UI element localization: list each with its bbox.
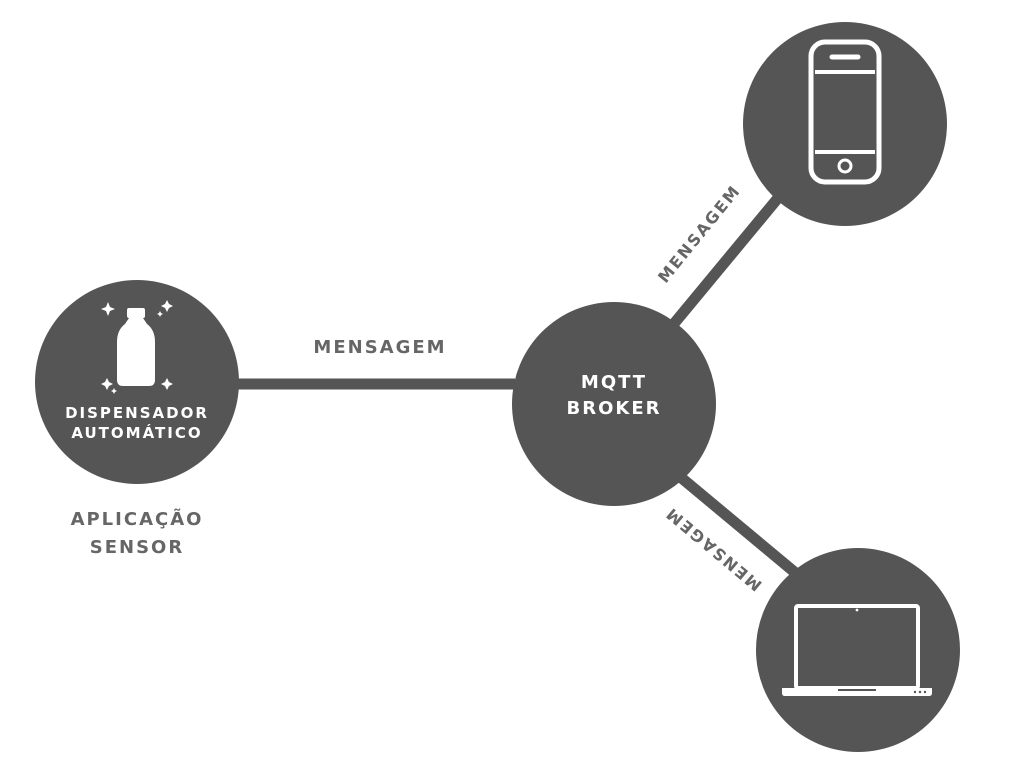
edge-label-dispenser-broker: MENSAGEM [313, 337, 447, 358]
dispenser-title-line1: DISPENSADOR [65, 404, 209, 422]
edge-broker-phone [667, 194, 783, 330]
broker-title-line2: BROKER [566, 398, 662, 420]
laptop-icon [782, 604, 932, 696]
broker-node [512, 302, 716, 506]
laptop-node [756, 548, 960, 752]
sensor-app-caption-line1: APLICAÇÃO [70, 509, 204, 530]
dispenser-title: DISPENSADOR AUTOMÁTICO [37, 404, 237, 443]
phone-node [743, 22, 947, 226]
broker-title: MQTT BROKER [514, 370, 714, 422]
smartphone-icon [808, 39, 882, 185]
bottle-sparkle-icon [101, 300, 173, 394]
broker-title-line1: MQTT [580, 372, 648, 393]
edge-broker-laptop [674, 470, 802, 580]
sensor-app-caption: APLICAÇÃO SENSOR [37, 506, 237, 562]
dispenser-title-line2: AUTOMÁTICO [71, 423, 203, 442]
sensor-app-caption-line2: SENSOR [89, 536, 185, 558]
